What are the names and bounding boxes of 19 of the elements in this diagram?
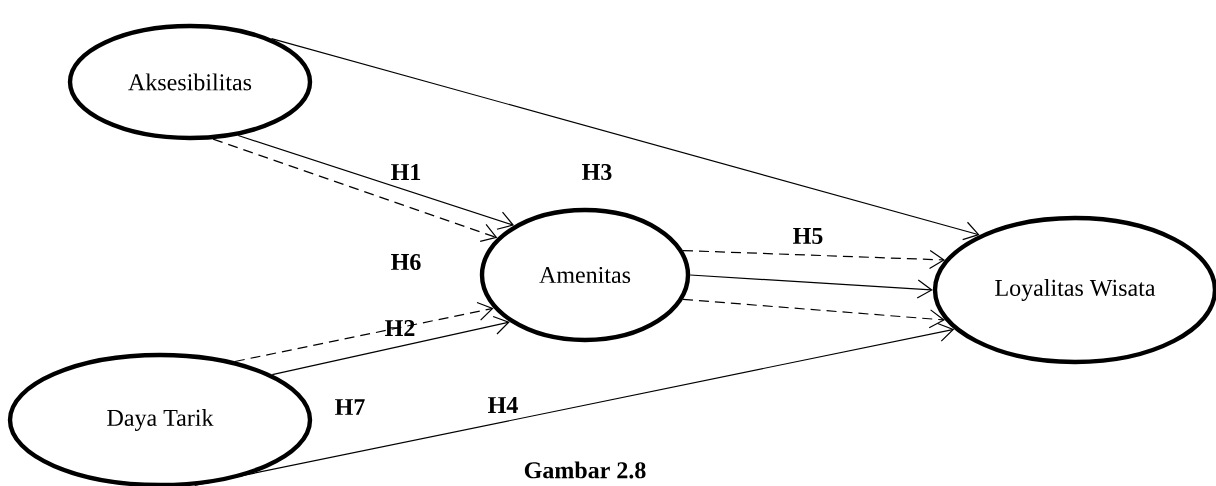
hypothesis-label: H1 <box>391 164 421 180</box>
arrow <box>212 138 498 242</box>
hypothesis-label: H3 <box>582 163 612 181</box>
caption: Gambar 2.8 <box>524 461 646 479</box>
hypothesis-label: H4 <box>488 397 518 413</box>
arrow <box>234 301 494 363</box>
arrow <box>271 315 510 376</box>
hypothesis-label: H6 <box>391 253 421 271</box>
arrow <box>689 274 933 299</box>
hypothesis-label: H2 <box>385 320 415 336</box>
arrow <box>682 249 945 270</box>
ellipse-node: Amenitas <box>479 207 691 343</box>
hypothesis-label: H7 <box>335 399 365 415</box>
arrow <box>237 134 515 230</box>
arrow <box>270 38 980 241</box>
ellipse-node: Aksesibilitas <box>67 23 313 141</box>
arrow <box>682 298 945 329</box>
arrow <box>194 322 955 486</box>
hypothesis-label: H5 <box>793 228 823 244</box>
